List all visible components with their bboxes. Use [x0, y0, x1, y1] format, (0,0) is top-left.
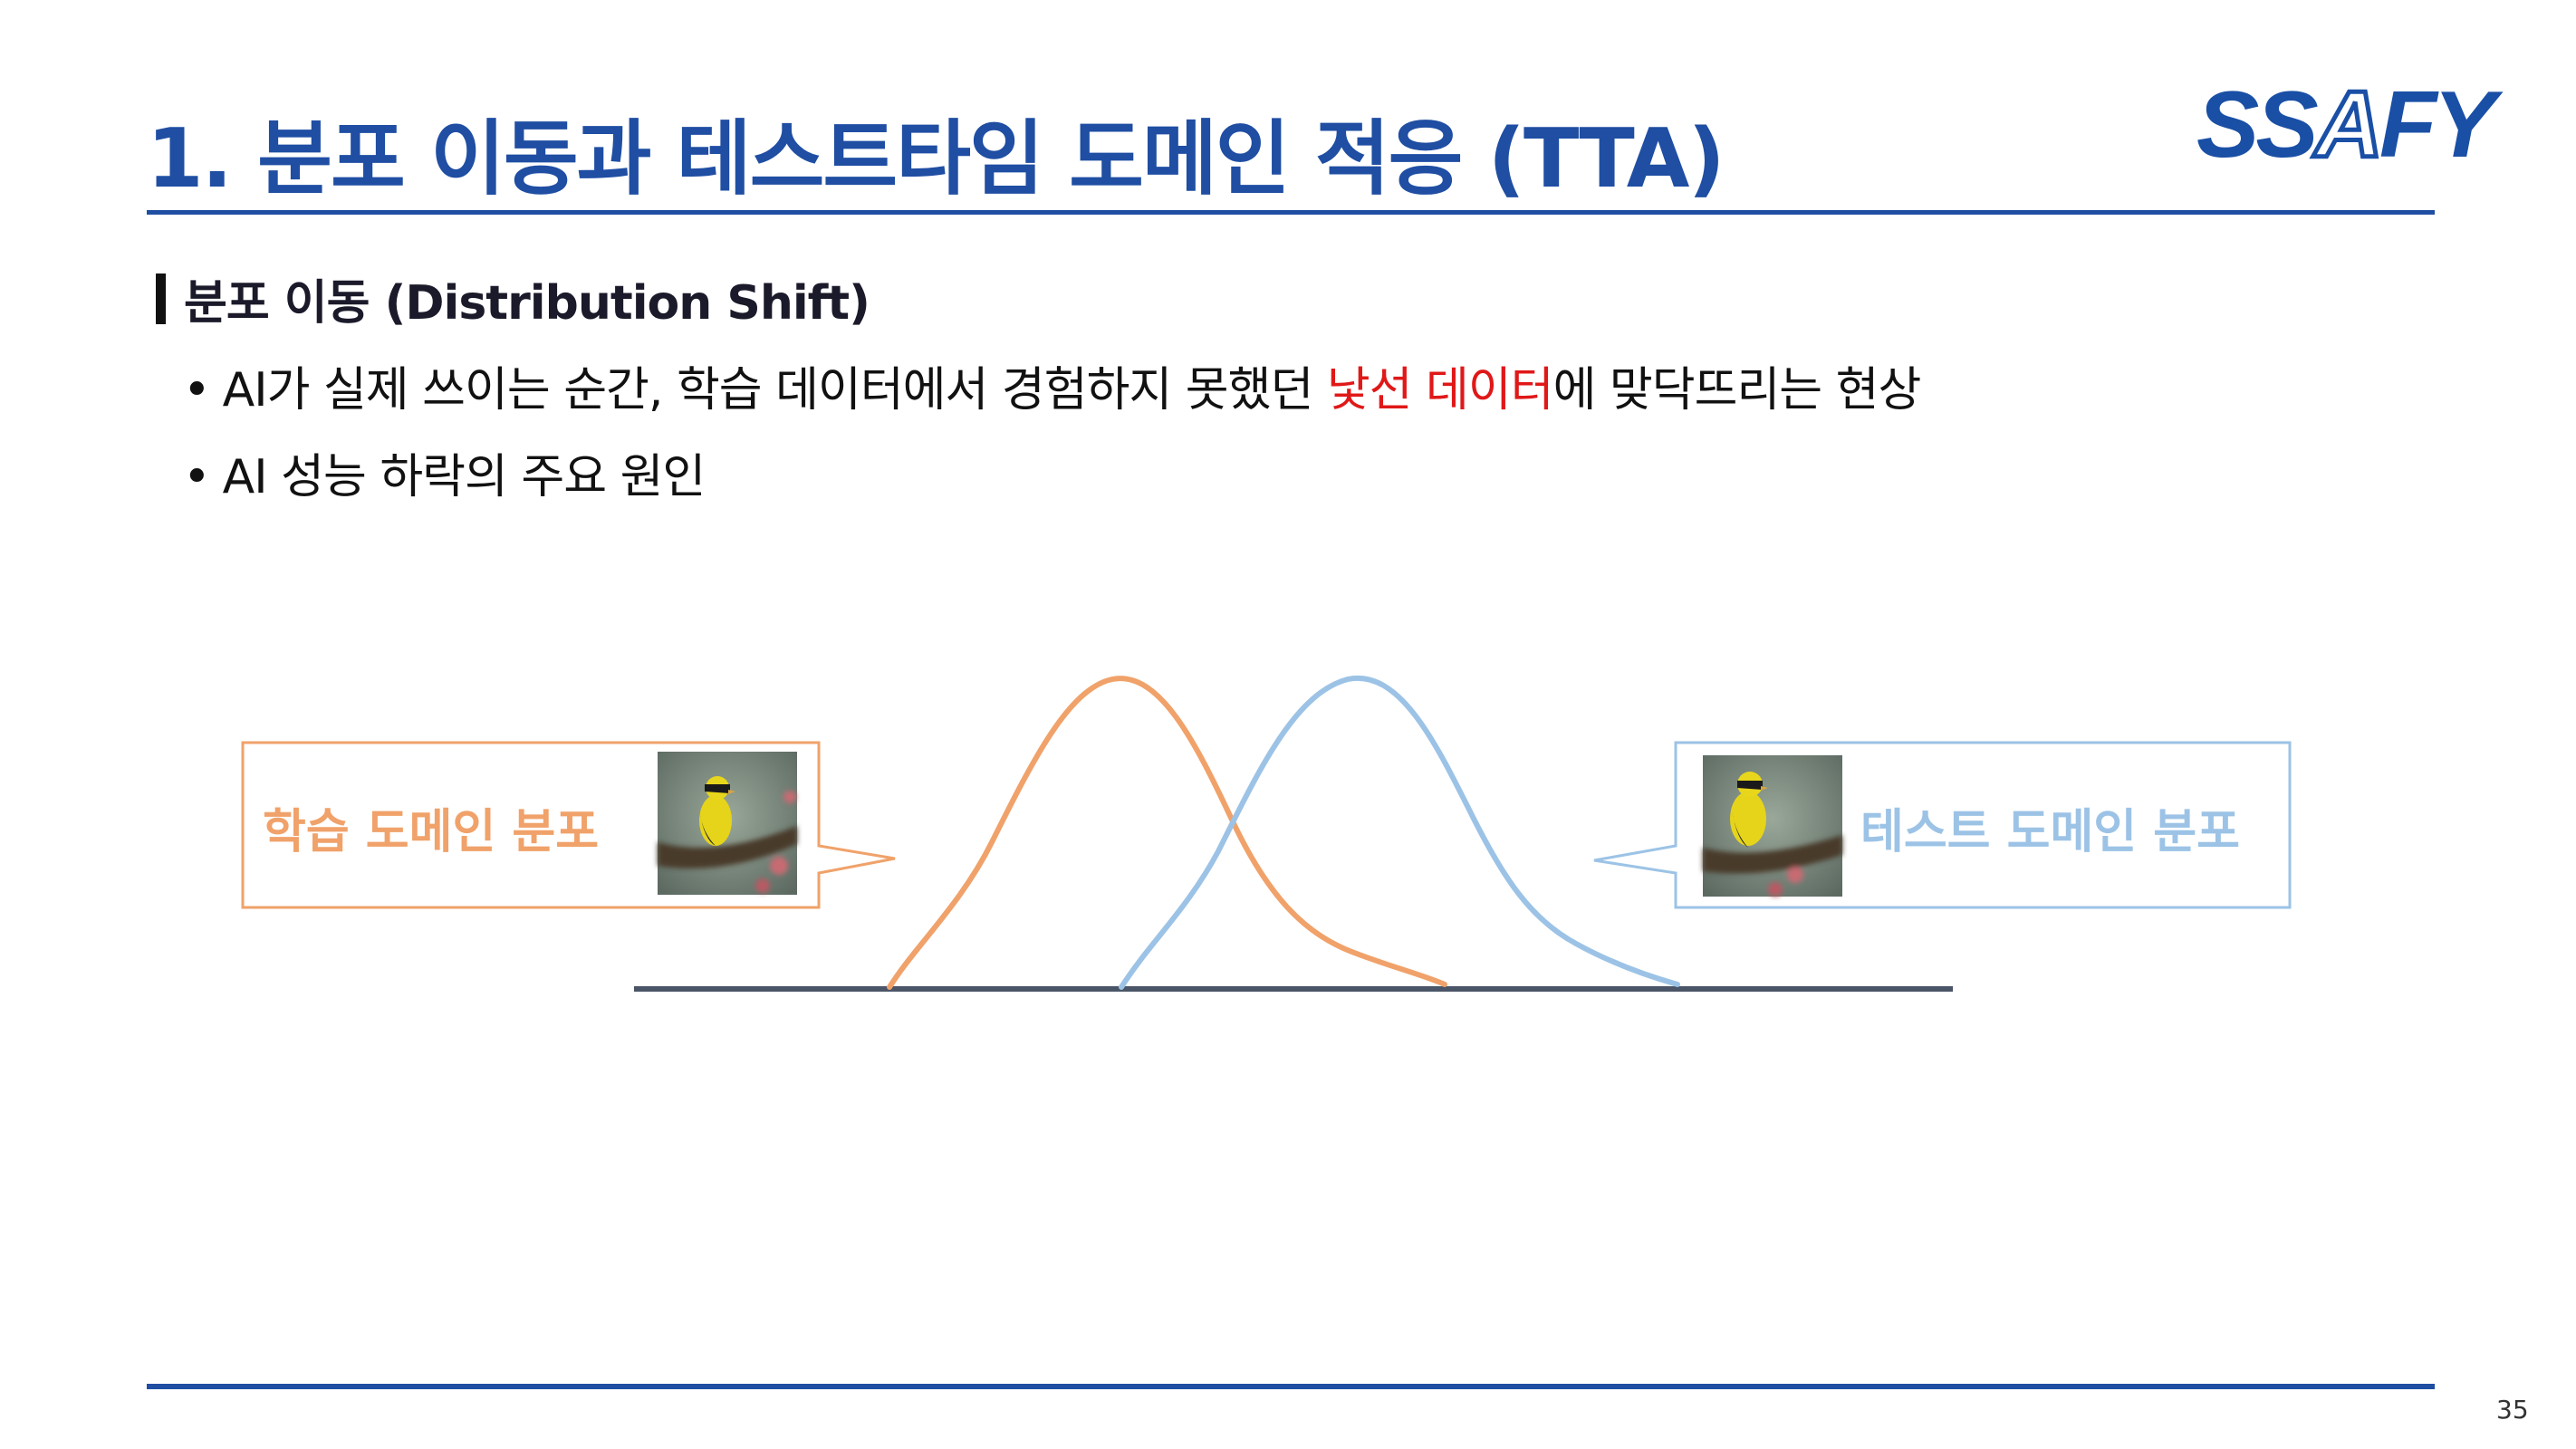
- page-title: 1. 분포 이동과 테스트타임 도메인 적응 (TTA): [147, 111, 1725, 206]
- train-bird-image: [658, 752, 797, 895]
- bullet-icon: •: [183, 450, 211, 504]
- page-number: 35: [2496, 1395, 2529, 1425]
- bullet-1-text-before: AI가 실제 쓰이는 순간, 학습 데이터에서 경험하지 못했던: [222, 363, 1327, 417]
- train-distribution-curve: [887, 676, 1447, 990]
- bullet-1-highlight: 낯선 데이터: [1326, 363, 1554, 417]
- test-domain-label: 테스트 도메인 분포: [1860, 805, 2240, 859]
- bullet-icon: •: [183, 363, 211, 417]
- bullet-1-text-after: 에 맞닥뜨리는 현상: [1552, 363, 1922, 417]
- section-heading-text: 분포 이동 (Distribution Shift): [184, 276, 870, 331]
- bullet-item-1: •AI가 실제 쓰이는 순간, 학습 데이터에서 경험하지 못했던 낯선 데이터…: [183, 351, 1922, 419]
- bullet-2-text: AI 성능 하락의 주요 원인: [222, 450, 706, 504]
- ssafy-logo: SSAFY: [2196, 72, 2496, 178]
- train-domain-label: 학습 도메인 분포: [263, 805, 600, 859]
- bullet-item-2: •AI 성능 하락의 주요 원인: [183, 438, 706, 506]
- test-bird-image: [1703, 755, 1842, 897]
- heading-bar-icon: [156, 273, 166, 324]
- test-distribution-curve: [1119, 675, 1680, 990]
- section-heading: 분포 이동 (Distribution Shift): [156, 264, 870, 332]
- footer-divider: [147, 1384, 2435, 1389]
- title-divider: [147, 210, 2435, 215]
